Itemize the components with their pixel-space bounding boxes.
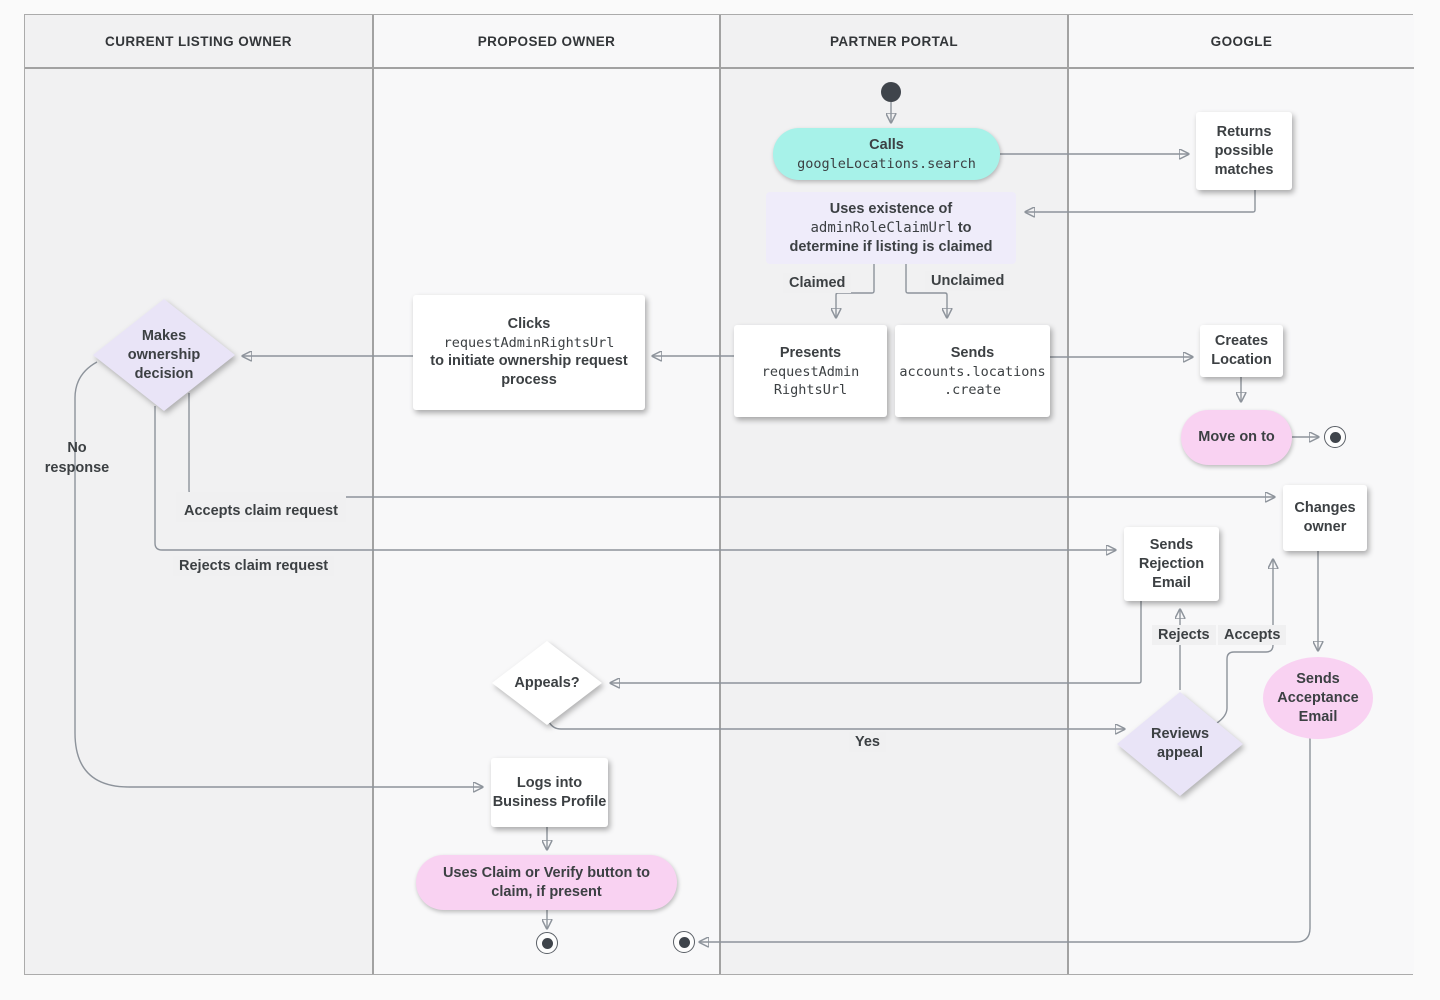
edge-label-rejects: Rejects: [1152, 625, 1216, 645]
node-uses-claim-button: Uses Claim or Verify button to claim, if…: [416, 855, 677, 910]
edge-label-yes: Yes: [849, 732, 886, 752]
api-field: requestAdmin: [761, 363, 860, 380]
node-sends-acceptance: Sends Acceptance Email: [1263, 657, 1373, 739]
node-text: Sends Acceptance Email: [1277, 670, 1359, 725]
node-text: Reviews appeal: [1150, 726, 1210, 761]
edge-rejection-to-appeals: [611, 601, 1142, 683]
edge-appeals-yes: [548, 721, 1124, 729]
start-node: [881, 82, 901, 102]
node-text: Sends Rejection Email: [1138, 536, 1205, 591]
edge-label-rejects-claim: Rejects claim request: [173, 556, 335, 576]
edge-label-accepts: Accepts: [1218, 625, 1287, 645]
edge-accepts-claim: [188, 393, 1274, 497]
node-uses-existence: Uses existence of adminRoleClaimUrl to d…: [766, 192, 1016, 264]
edge-returns-to-uses: [1026, 190, 1256, 212]
edge-claimed: [836, 264, 875, 317]
api-method: accounts.locations: [899, 363, 1046, 380]
node-reviews-appeal: Reviews appeal: [1117, 692, 1243, 796]
api-field: adminRoleClaimUrl: [810, 220, 954, 236]
node-creates-location: Creates Location: [1200, 325, 1283, 377]
node-move-on: Move on to: [1181, 410, 1292, 465]
node-text: Changes owner: [1294, 500, 1356, 535]
end-node-acceptance-flow: [673, 931, 695, 953]
edge-label-claimed: Claimed: [783, 273, 852, 293]
node-title: Presents: [779, 344, 842, 361]
node-sends-rejection: Sends Rejection Email: [1124, 527, 1219, 601]
node-title: Sends: [950, 344, 995, 361]
api-method: googleLocations.search: [797, 155, 976, 172]
node-changes-owner: Changes owner: [1283, 485, 1367, 551]
node-text: to determine if listing is claimed: [789, 220, 993, 255]
end-node-create-flow: [1324, 426, 1346, 448]
lane-header: CURRENT LISTING OWNER: [25, 15, 372, 69]
lane-title: PARTNER PORTAL: [829, 33, 959, 49]
edge-label-no-response: No response: [44, 440, 110, 476]
lane-title: GOOGLE: [1210, 33, 1273, 49]
lane-header: GOOGLE: [1069, 15, 1414, 69]
node-clicks-url: Clicks requestAdminRightsUrl to initiate…: [413, 295, 645, 410]
node-text: Creates Location: [1211, 333, 1272, 368]
api-method: .create: [944, 381, 1001, 398]
node-text: Appeals?: [514, 674, 580, 691]
node-text: Uses existence of: [829, 201, 953, 217]
api-field: requestAdminRightsUrl: [443, 335, 615, 351]
node-text: to initiate ownership request process: [430, 353, 628, 388]
lane-header: PARTNER PORTAL: [721, 15, 1067, 69]
node-text: Uses Claim or Verify button to claim, if…: [442, 864, 651, 900]
node-sends-create: Sends accounts.locations .create: [895, 325, 1050, 417]
node-title: Calls: [869, 136, 904, 153]
edge-review-accepts: [1216, 560, 1273, 724]
edge-rejects-claim: [154, 406, 1115, 550]
edge-label-unclaimed: Unclaimed: [925, 271, 1011, 291]
node-text: Move on to: [1198, 429, 1275, 445]
api-field: RightsUrl: [773, 381, 848, 398]
node-title: Clicks: [507, 316, 551, 332]
end-node-claim-flow: [536, 932, 558, 954]
lane-title: PROPOSED OWNER: [477, 33, 616, 49]
node-text: Returns possible matches: [1214, 123, 1274, 178]
node-logs-into-profile: Logs into Business Profile: [491, 758, 608, 827]
node-appeals: Appeals?: [492, 641, 602, 725]
node-presents-url: Presents requestAdmin RightsUrl: [734, 325, 887, 417]
edge-label-accepts-claim: Accepts claim request: [176, 492, 346, 522]
node-text: Makes ownership decision: [127, 327, 201, 382]
node-text: Logs into Business Profile: [492, 774, 607, 810]
edge-unclaimed: [905, 264, 947, 317]
lane-title: CURRENT LISTING OWNER: [105, 33, 292, 49]
node-calls-search: Calls googleLocations.search: [773, 128, 1000, 180]
node-makes-decision: Makes ownership decision: [93, 299, 235, 411]
edge-acceptance-to-end: [700, 738, 1311, 942]
node-returns-matches: Returns possible matches: [1196, 112, 1292, 190]
edge-no-response: [74, 361, 482, 787]
lane-header: PROPOSED OWNER: [374, 15, 719, 69]
